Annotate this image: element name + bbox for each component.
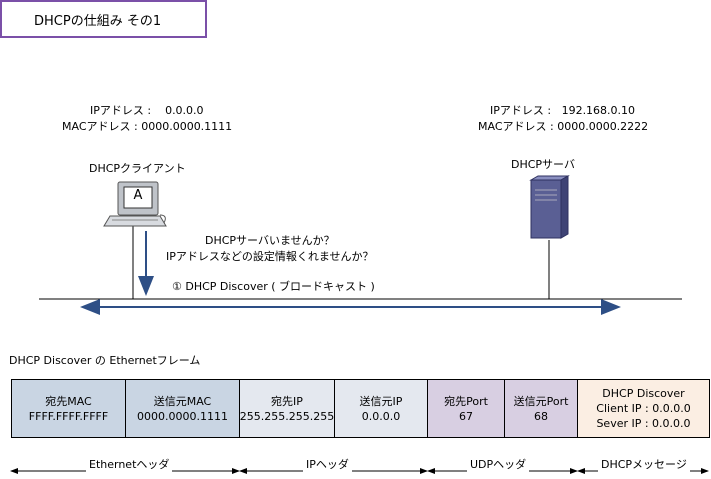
cell-field-name: DHCP Discover — [602, 387, 685, 400]
frame-cell-dest-mac: 宛先MAC FFFF.FFFF.FFFF — [11, 379, 126, 438]
client-screen-letter: A — [133, 188, 143, 203]
cell-field-name: 送信元IP — [359, 394, 403, 408]
ethernet-header-label: Ethernetヘッダ — [86, 456, 173, 472]
diagram-title-box: DHCPの仕組み その1 — [0, 0, 207, 38]
client-label: DHCPクライアント — [89, 162, 186, 175]
cell-field-value: 68 — [534, 409, 548, 423]
udp-header-label: UDPヘッダ — [467, 456, 530, 472]
cell-field-value: 67 — [459, 409, 473, 423]
cell-field-name: 宛先IP — [271, 394, 303, 408]
cell-field-value: Client IP : 0.0.0.0 — [596, 402, 691, 415]
cell-field-name: 送信元MAC — [153, 394, 212, 408]
cell-field-name: 送信元Port — [513, 394, 569, 408]
message-line-2: IPアドレスなどの設定情報くれませんか？ — [166, 250, 374, 263]
frame-cell-src-ip: 送信元IP 0.0.0.0 — [334, 379, 428, 438]
diagram-title: DHCPの仕組み その1 — [34, 13, 162, 29]
frame-cell-dhcp-message: DHCP Discover Client IP : 0.0.0.0 Sever … — [577, 379, 710, 438]
ip-header-label: IPヘッダ — [303, 456, 352, 472]
server-mac-address: MACアドレス : 0000.0000.2222 — [478, 120, 649, 133]
cell-field-value: Sever IP : 0.0.0.0 — [596, 417, 691, 430]
server-icon — [529, 175, 570, 239]
client-mac-address: MACアドレス : 0000.0000.1111 — [62, 120, 233, 133]
frame-title: DHCP Discover の Ethernetフレーム — [9, 354, 201, 367]
message-line-1: DHCPサーバいませんか？ — [205, 234, 335, 247]
discover-step-label: ① DHCP Discover ( ブロードキャスト ) — [172, 280, 375, 293]
client-ip-address: IPアドレス : 0.0.0.0 — [90, 104, 204, 117]
dhcp-message-label: DHCPメッセージ — [598, 456, 690, 472]
cell-field-value: 0000.0000.1111 — [137, 409, 228, 423]
server-label: DHCPサーバ — [511, 158, 575, 171]
cell-field-name: 宛先Port — [444, 394, 488, 408]
cell-field-value: FFFF.FFFF.FFFF — [28, 409, 109, 423]
frame-cell-dest-port: 宛先Port 67 — [427, 379, 505, 438]
frame-cell-src-port: 送信元Port 68 — [504, 379, 578, 438]
server-ip-address: IPアドレス : 192.168.0.10 — [490, 104, 636, 117]
cell-field-name: 宛先MAC — [45, 394, 92, 408]
client-pc-icon — [103, 181, 167, 227]
network-diagram — [39, 175, 682, 315]
cell-field-value: 0.0.0.0 — [361, 409, 401, 423]
cell-field-value: 255.255.255.255 — [239, 409, 335, 423]
frame-cell-dest-ip: 宛先IP 255.255.255.255 — [239, 379, 335, 438]
frame-cell-src-mac: 送信元MAC 0000.0000.1111 — [125, 379, 240, 438]
